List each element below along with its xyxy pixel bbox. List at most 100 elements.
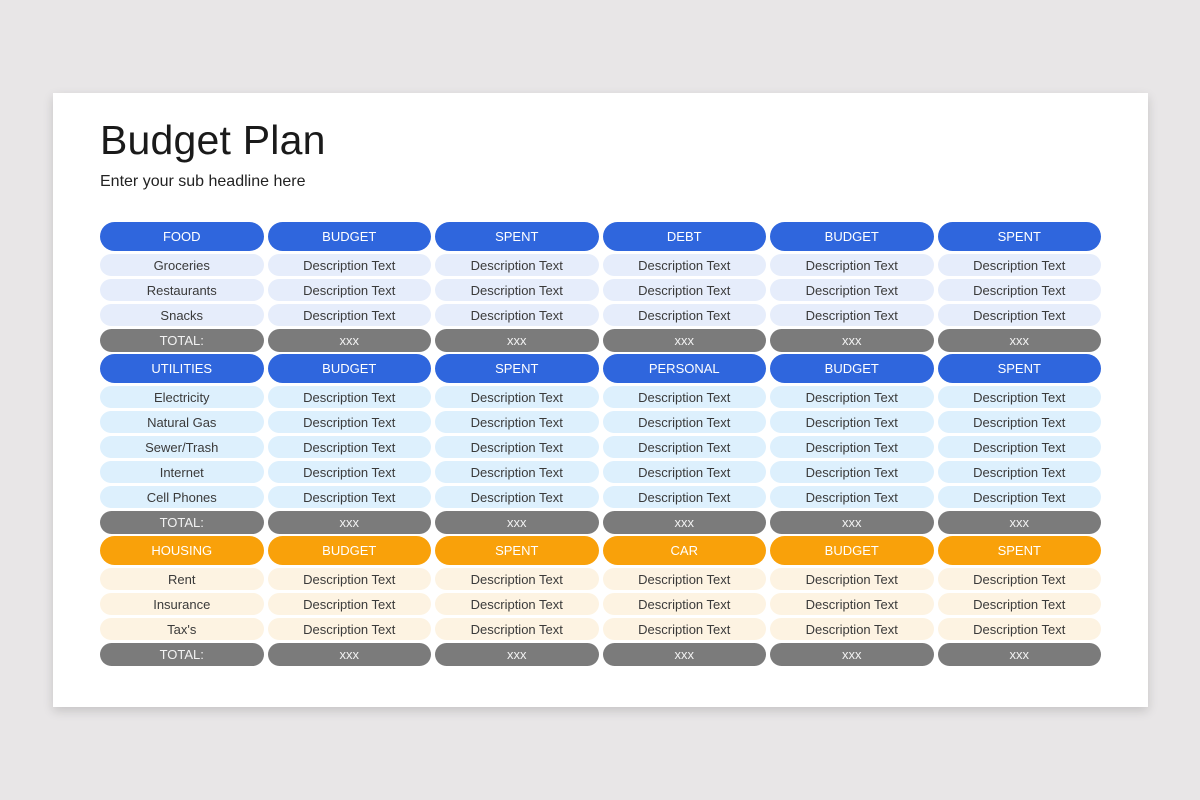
total-value: xxx [435, 643, 599, 666]
total-row: TOTAL: xxx xxx xxx xxx xxx [100, 511, 1101, 534]
table-cell: Description Text [770, 411, 934, 433]
table-cell: Description Text [602, 279, 766, 301]
table-cell: Description Text [937, 279, 1101, 301]
total-value: xxx [937, 643, 1101, 666]
table-cell: Description Text [937, 386, 1101, 408]
table-row: Cell Phones Description Text Description… [100, 486, 1101, 508]
row-label: Snacks [100, 304, 264, 326]
total-value: xxx [602, 511, 766, 534]
table-cell: Description Text [267, 386, 431, 408]
budget-table: FOOD BUDGET SPENT DEBT BUDGET SPENT Groc… [100, 222, 1101, 668]
total-label: TOTAL: [100, 511, 264, 534]
table-cell: Description Text [267, 254, 431, 276]
header-cell: BUDGET [267, 222, 431, 251]
table-cell: Description Text [770, 568, 934, 590]
table-cell: Description Text [770, 486, 934, 508]
header-cell: UTILITIES [100, 354, 264, 383]
sub-headline: Enter your sub headline here [100, 173, 306, 190]
total-value: xxx [435, 511, 599, 534]
table-cell: Description Text [937, 304, 1101, 326]
table-cell: Description Text [435, 486, 599, 508]
total-value: xxx [602, 329, 766, 352]
table-row: Sewer/Trash Description Text Description… [100, 436, 1101, 458]
header-cell: PERSONAL [602, 354, 766, 383]
row-label: Tax's [100, 618, 264, 640]
table-row: Internet Description Text Description Te… [100, 461, 1101, 483]
table-cell: Description Text [602, 486, 766, 508]
table-cell: Description Text [267, 411, 431, 433]
table-row: Electricity Description Text Description… [100, 386, 1101, 408]
table-cell: Description Text [435, 386, 599, 408]
table-cell: Description Text [602, 461, 766, 483]
row-label: Internet [100, 461, 264, 483]
table-row: Restaurants Description Text Description… [100, 279, 1101, 301]
table-cell: Description Text [602, 568, 766, 590]
total-value: xxx [602, 643, 766, 666]
table-cell: Description Text [602, 304, 766, 326]
table-cell: Description Text [435, 304, 599, 326]
row-label: Insurance [100, 593, 264, 615]
table-cell: Description Text [602, 254, 766, 276]
row-label: Groceries [100, 254, 264, 276]
row-label: Natural Gas [100, 411, 264, 433]
table-cell: Description Text [602, 618, 766, 640]
header-cell: SPENT [937, 354, 1101, 383]
header-cell: BUDGET [770, 354, 934, 383]
row-label: Rent [100, 568, 264, 590]
table-row: Rent Description Text Description Text D… [100, 568, 1101, 590]
total-row: TOTAL: xxx xxx xxx xxx xxx [100, 643, 1101, 666]
table-cell: Description Text [770, 386, 934, 408]
table-row: Natural Gas Description Text Description… [100, 411, 1101, 433]
header-cell: SPENT [937, 222, 1101, 251]
total-value: xxx [770, 511, 934, 534]
table-cell: Description Text [267, 618, 431, 640]
table-cell: Description Text [602, 386, 766, 408]
page-title: Budget Plan [100, 117, 326, 163]
total-value: xxx [267, 329, 431, 352]
table-cell: Description Text [770, 304, 934, 326]
table-cell: Description Text [937, 254, 1101, 276]
header-cell: SPENT [937, 536, 1101, 565]
header-cell: SPENT [435, 536, 599, 565]
total-value: xxx [937, 511, 1101, 534]
table-row: Groceries Description Text Description T… [100, 254, 1101, 276]
slide: Budget Plan Enter your sub headline here… [53, 93, 1148, 707]
row-label: Cell Phones [100, 486, 264, 508]
table-cell: Description Text [267, 304, 431, 326]
total-label: TOTAL: [100, 643, 264, 666]
table-row: Insurance Description Text Description T… [100, 593, 1101, 615]
table-cell: Description Text [937, 593, 1101, 615]
row-label: Sewer/Trash [100, 436, 264, 458]
table-cell: Description Text [770, 254, 934, 276]
header-cell: DEBT [602, 222, 766, 251]
table-cell: Description Text [267, 593, 431, 615]
table-cell: Description Text [267, 486, 431, 508]
table-cell: Description Text [770, 279, 934, 301]
header-cell: SPENT [435, 354, 599, 383]
table-cell: Description Text [435, 461, 599, 483]
total-value: xxx [770, 643, 934, 666]
table-cell: Description Text [602, 411, 766, 433]
table-cell: Description Text [267, 461, 431, 483]
table-cell: Description Text [267, 436, 431, 458]
table-cell: Description Text [602, 436, 766, 458]
table-cell: Description Text [602, 593, 766, 615]
table-cell: Description Text [435, 618, 599, 640]
header-cell: BUDGET [770, 536, 934, 565]
total-value: xxx [770, 329, 934, 352]
table-cell: Description Text [937, 618, 1101, 640]
table-cell: Description Text [267, 568, 431, 590]
table-cell: Description Text [937, 436, 1101, 458]
table-cell: Description Text [435, 254, 599, 276]
table-cell: Description Text [435, 568, 599, 590]
total-value: xxx [267, 643, 431, 666]
table-cell: Description Text [770, 461, 934, 483]
total-value: xxx [937, 329, 1101, 352]
table-cell: Description Text [770, 618, 934, 640]
table-cell: Description Text [937, 461, 1101, 483]
header-cell: BUDGET [770, 222, 934, 251]
table-cell: Description Text [937, 486, 1101, 508]
total-label: TOTAL: [100, 329, 264, 352]
header-cell: SPENT [435, 222, 599, 251]
row-label: Electricity [100, 386, 264, 408]
